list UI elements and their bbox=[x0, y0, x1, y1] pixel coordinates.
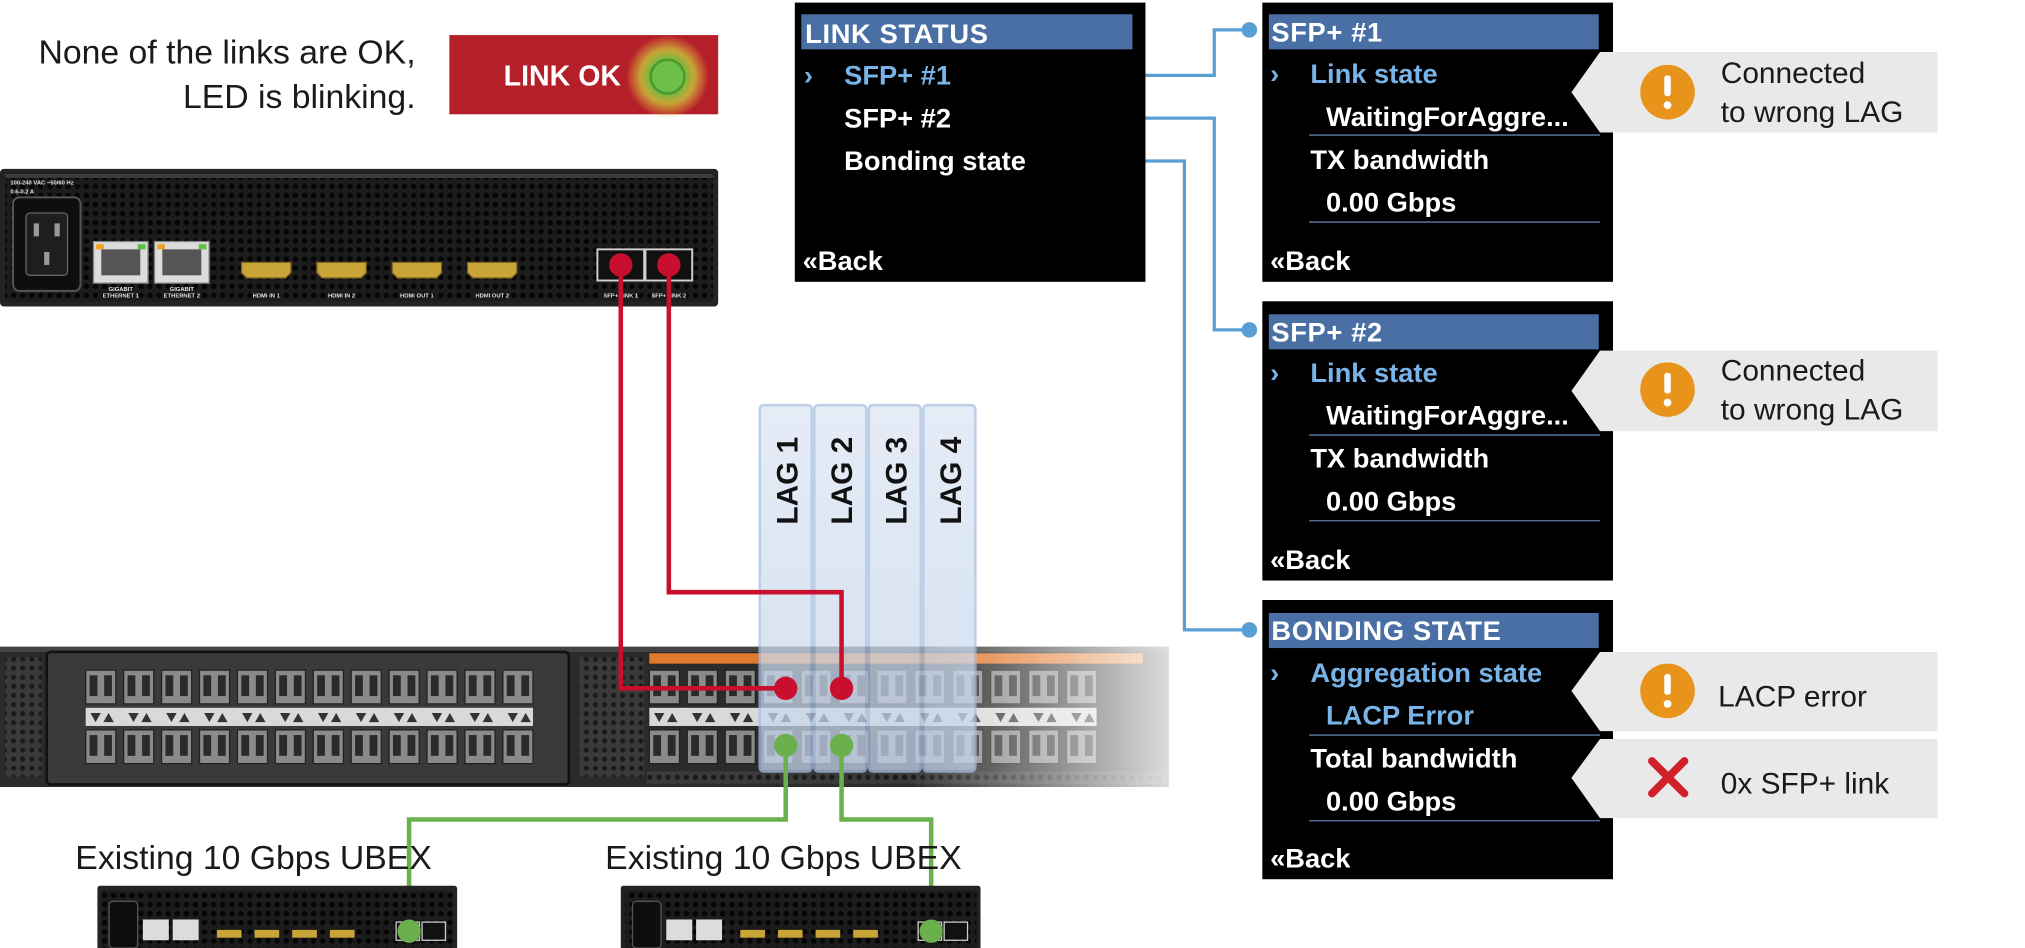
lag-3-label: LAG 3 bbox=[880, 437, 913, 525]
sfp1-link-state-value: WaitingForAggre... bbox=[1326, 101, 1569, 132]
bonding-total-bandwidth-label: Total bandwidth bbox=[1310, 743, 1517, 774]
error-x-icon bbox=[1648, 757, 1689, 798]
menu-selector-icon: › bbox=[804, 59, 813, 90]
link-status-lcd: LINK STATUS › SFP+ #1 SFP+ #2 Bonding st… bbox=[794, 2, 1146, 282]
sfp1-back-button[interactable]: «Back bbox=[1270, 245, 1351, 276]
existing-ubex-b: Existing 10 Gbps UBEX bbox=[605, 839, 981, 948]
led-icon bbox=[649, 58, 686, 95]
existing-ubex-b-label: Existing 10 Gbps UBEX bbox=[605, 839, 961, 877]
callout-sfp1: Connected to wrong LAG bbox=[1571, 51, 1938, 133]
ethernet-1-label: GIGABIT bbox=[109, 287, 134, 293]
sfp1-selector-icon: › bbox=[1270, 58, 1279, 89]
sfp1-tx-bandwidth-value: 0.00 Gbps bbox=[1326, 187, 1456, 218]
sfp2-tx-bandwidth-label: TX bandwidth bbox=[1310, 443, 1489, 474]
caption-line-2: LED is blinking. bbox=[183, 78, 416, 116]
hdmi-in-1: HDMI IN 1 bbox=[240, 261, 292, 299]
sfp1-link-state-label[interactable]: Link state bbox=[1310, 58, 1437, 89]
cable-lag1-to-ubex-a bbox=[406, 745, 788, 932]
led-label: LINK OK bbox=[504, 61, 622, 93]
sfp1-lcd: SFP+ #1 › Link state WaitingForAggre... … bbox=[1262, 2, 1613, 282]
existing-ubex-a-label: Existing 10 Gbps UBEX bbox=[75, 839, 431, 877]
bonding-total-bandwidth-value: 0.00 Gbps bbox=[1326, 785, 1456, 816]
switch-port-block-left bbox=[85, 669, 534, 765]
sfp2-lcd: SFP+ #2 › Link state WaitingForAggre... … bbox=[1262, 301, 1613, 581]
sfp2-link-state-label[interactable]: Link state bbox=[1310, 357, 1437, 388]
svg-text:ETHERNET 1: ETHERNET 1 bbox=[103, 293, 140, 299]
power-inlet bbox=[12, 196, 82, 292]
lag-4-column: LAG 4 bbox=[922, 403, 977, 773]
svg-text:HDMI OUT 1: HDMI OUT 1 bbox=[400, 293, 434, 299]
callout-sfp1-line2: to wrong LAG bbox=[1721, 96, 1904, 129]
lag-columns: LAG 1 LAG 2 LAG 3 LAG 4 bbox=[758, 403, 977, 773]
hdmi-out-2: HDMI OUT 2 bbox=[466, 261, 518, 299]
svg-text:ETHERNET 2: ETHERNET 2 bbox=[164, 293, 201, 299]
ubex-cable-ends bbox=[397, 919, 943, 943]
callout-lacp-error: LACP error bbox=[1571, 651, 1938, 732]
cable-sfp2-to-lag2 bbox=[666, 264, 844, 689]
menu-item-bonding-state[interactable]: Bonding state bbox=[844, 145, 1026, 176]
lag-1-column: LAG 1 bbox=[758, 403, 813, 773]
sfp1-title: SFP+ #1 bbox=[1271, 17, 1382, 48]
callout-sfp-links: 0x SFP+ link bbox=[1571, 738, 1938, 819]
network-switch bbox=[0, 636, 1221, 799]
power-sub-label: 0.6-0.2 A bbox=[10, 190, 35, 196]
lag-2-column: LAG 2 bbox=[812, 403, 868, 773]
menu-item-sfp1[interactable]: SFP+ #1 bbox=[844, 59, 951, 90]
bonding-state-lcd: BONDING STATE › Aggregation state LACP E… bbox=[1262, 599, 1613, 880]
callout-sfp2-line2: to wrong LAG bbox=[1721, 393, 1904, 426]
sfp2-back-button[interactable]: «Back bbox=[1270, 544, 1351, 575]
sfp2-title: SFP+ #2 bbox=[1271, 317, 1382, 348]
svg-text:HDMI IN 1: HDMI IN 1 bbox=[253, 293, 281, 299]
status-caption: None of the links are OK, LED is blinkin… bbox=[39, 34, 416, 116]
bonding-selector-icon: › bbox=[1270, 657, 1279, 688]
power-label: 100-240 VAC ~50/60 Hz bbox=[10, 180, 73, 186]
bonding-aggregation-state-value: LACP Error bbox=[1326, 700, 1474, 731]
bonding-title: BONDING STATE bbox=[1271, 615, 1501, 646]
link-status-back-button[interactable]: «Back bbox=[803, 245, 884, 276]
line-sfp2 bbox=[1077, 116, 1250, 332]
menu-item-sfp2[interactable]: SFP+ #2 bbox=[844, 102, 951, 133]
caption-line-1: None of the links are OK, bbox=[39, 34, 416, 72]
callout-sfp2-line1: Connected bbox=[1721, 355, 1865, 388]
hdmi-in-2: HDMI IN 2 bbox=[316, 261, 367, 299]
green-cables bbox=[406, 745, 934, 932]
red-cables bbox=[618, 264, 844, 691]
callout-lacp-text: LACP error bbox=[1718, 680, 1867, 713]
ethernet-2-label: GIGABIT bbox=[170, 287, 195, 293]
lag-2-label: LAG 2 bbox=[826, 437, 859, 525]
existing-ubex-a: Existing 10 Gbps UBEX bbox=[75, 839, 458, 948]
link-ok-led-panel: LINK OK bbox=[449, 35, 719, 119]
lag-1-label: LAG 1 bbox=[771, 437, 804, 525]
callout-links-text: 0x SFP+ link bbox=[1721, 768, 1890, 801]
lag-4-label: LAG 4 bbox=[935, 436, 968, 524]
sfp2-link-state-value: WaitingForAggre... bbox=[1326, 400, 1569, 431]
sfp2-tx-bandwidth-value: 0.00 Gbps bbox=[1326, 485, 1456, 516]
cable-lag2-to-ubex-b bbox=[839, 745, 934, 932]
bonding-back-button[interactable]: «Back bbox=[1270, 843, 1351, 874]
svg-text:HDMI IN 2: HDMI IN 2 bbox=[328, 293, 356, 299]
top-device: 100-240 VAC ~50/60 Hz 0.6-0.2 A GIGABIT … bbox=[0, 168, 719, 307]
link-status-title: LINK STATUS bbox=[805, 18, 988, 49]
ethernet-port-2: GIGABIT ETHERNET 2 bbox=[153, 240, 210, 299]
callout-sfp1-line1: Connected bbox=[1721, 57, 1865, 90]
ethernet-port-1: GIGABIT ETHERNET 1 bbox=[92, 240, 149, 299]
hdmi-out-1: HDMI OUT 1 bbox=[391, 261, 443, 299]
cable-sfp1-to-lag1 bbox=[618, 264, 786, 691]
lag-3-column: LAG 3 bbox=[867, 403, 923, 773]
sfp1-tx-bandwidth-label: TX bandwidth bbox=[1310, 144, 1489, 175]
svg-text:HDMI OUT 2: HDMI OUT 2 bbox=[475, 293, 509, 299]
line-sfp1 bbox=[1077, 28, 1250, 77]
bonding-aggregation-state-label[interactable]: Aggregation state bbox=[1310, 657, 1542, 688]
sfp2-selector-icon: › bbox=[1270, 357, 1279, 388]
red-cable-ends bbox=[609, 253, 854, 700]
callout-sfp2: Connected to wrong LAG bbox=[1571, 350, 1938, 432]
